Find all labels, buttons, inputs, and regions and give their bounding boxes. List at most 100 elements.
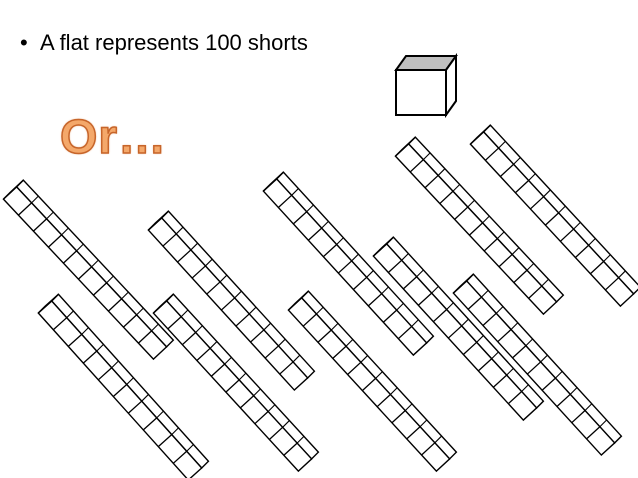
rod-unit-divider (462, 341, 478, 355)
rod-unit-divider-top (111, 360, 119, 369)
rod-unit-divider (292, 211, 308, 225)
rod-unit-divider-top (513, 157, 521, 165)
rod-unit-divider-top (234, 290, 242, 299)
rod-unit-divider (137, 330, 153, 344)
rod-unit-divider (361, 377, 377, 392)
rod-unit-divider (498, 253, 513, 268)
ten-rod (147, 210, 316, 392)
rod-unit-divider-top (496, 231, 505, 240)
rod-unit-divider (559, 228, 575, 242)
rod-unit-divider (277, 194, 293, 208)
rod-unit-divider (391, 410, 406, 424)
rod-unit-divider (526, 361, 542, 375)
ten-rod (2, 179, 175, 361)
rod-unit-divider-top (366, 270, 374, 278)
rod-unit-divider-top (541, 278, 549, 287)
rod-unit-divider (264, 345, 279, 359)
rod-unit-divider (250, 329, 265, 343)
rod-unit-divider-top (61, 227, 69, 236)
rod-unit-divider-top (351, 253, 359, 262)
rod-unit-divider (206, 281, 221, 295)
rod-unit-divider-top (452, 184, 461, 192)
bullet-symbol: • (20, 30, 28, 55)
rod-unit-divider-top (599, 419, 607, 428)
rod-unit-divider-top (171, 427, 179, 435)
ten-rod (287, 290, 458, 473)
rod-unit-divider (122, 314, 138, 328)
rod-unit-divider (483, 238, 498, 252)
rod-unit-divider-top (510, 322, 519, 330)
rod-unit-divider (447, 325, 463, 339)
rod-unit-divider (167, 316, 182, 330)
unit-cube-icon (394, 52, 458, 119)
rod-unit-divider (529, 196, 545, 210)
rod-unit-divider (52, 317, 68, 331)
rod-unit-divider (586, 426, 601, 440)
rod-unit-divider (268, 426, 284, 440)
rod-unit-divider-top (467, 199, 475, 208)
ten-rod (372, 236, 545, 422)
rod-unit-divider-top (263, 322, 271, 331)
rod-end-cap (469, 124, 491, 145)
rod-unit-divider-top (292, 354, 301, 363)
rod-unit-divider-top (482, 215, 490, 224)
rod-unit-divider (47, 234, 63, 248)
rod-unit-divider (387, 259, 403, 273)
ten-rod (394, 136, 565, 316)
rod-unit-divider-top (66, 310, 74, 319)
rod-unit-divider (402, 276, 418, 290)
rod-unit-divider (307, 227, 323, 241)
rod-unit-divider (424, 174, 439, 189)
rod-unit-divider (191, 265, 206, 279)
rod-unit-divider (589, 261, 605, 275)
rod-unit-divider (544, 212, 560, 226)
rod-unit-divider-top (495, 306, 504, 314)
rod-unit-divider (92, 282, 108, 296)
rod-unit-divider-top (422, 152, 431, 161)
rod-unit-divider-top (316, 306, 324, 315)
rod-unit-divider-top (336, 237, 344, 245)
rod-unit-divider-top (46, 211, 54, 220)
rod-unit-divider (406, 426, 421, 440)
rod-unit-divider (482, 312, 497, 326)
rod-unit-divider (556, 393, 571, 407)
rod-unit-divider-top (31, 195, 39, 204)
bullet-point: • A flat represents 100 shorts (20, 27, 308, 59)
rod-end-cap (262, 171, 284, 192)
rod-unit-divider (454, 206, 469, 220)
rod-unit-divider (492, 374, 508, 388)
rod-unit-divider (17, 202, 33, 216)
rod-unit-divider-top (126, 377, 134, 385)
rod-unit-divider-top (278, 338, 286, 347)
rod-unit-divider-top (267, 404, 276, 412)
rod-unit-divider-top (253, 388, 261, 397)
rod-unit-divider (107, 298, 123, 312)
rod-unit-divider (239, 395, 255, 409)
rod-unit-divider-top (411, 319, 419, 327)
rod-unit-divider (477, 358, 493, 372)
rod-unit-divider (142, 417, 158, 431)
rod-unit-divider (507, 391, 523, 405)
rod-unit-divider-top (190, 242, 198, 251)
rod-unit-divider (82, 350, 98, 364)
rod-end-cap (372, 236, 394, 257)
rod-end-cap (452, 273, 474, 294)
rod-unit-divider-top (521, 384, 529, 392)
rod-unit-divider-top (156, 410, 164, 419)
rod-unit-divider-top (121, 291, 129, 300)
rod-unit-divider (181, 332, 197, 346)
rod-unit-divider (514, 180, 530, 194)
rod-unit-divider (220, 297, 236, 311)
rod-unit-divider-top (296, 435, 305, 444)
rod-unit-divider-top (526, 263, 535, 271)
rod-unit-divider (347, 361, 362, 375)
rod-unit-divider-top (224, 356, 232, 365)
rod-unit-divider-top (186, 444, 194, 452)
rod-end-cap (152, 293, 174, 314)
rod-unit-divider-top (573, 221, 581, 230)
rod-unit-divider-top (404, 403, 413, 411)
rod-unit-divider (541, 377, 556, 391)
rod-unit-divider-top (209, 341, 218, 349)
rod-unit-divider-top (96, 343, 104, 352)
